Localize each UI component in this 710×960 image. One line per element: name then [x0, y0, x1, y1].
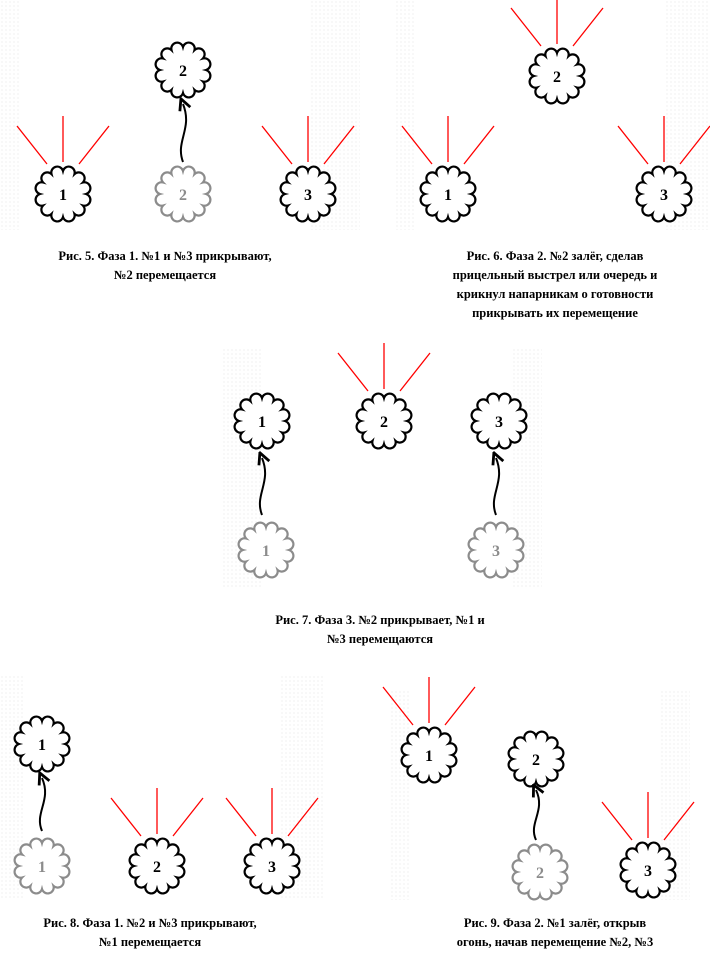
fire-sector-line [510, 7, 542, 47]
soldier-1-covering: 1 [16, 116, 110, 223]
soldier-3-covering: 3 [601, 792, 695, 899]
fire-sector-line [78, 125, 110, 165]
fire-sector-line [337, 352, 369, 392]
figure-caption-5: Рис. 5. Фаза 1. №1 и №3 прикрывают, №2 п… [58, 249, 272, 282]
soldier-number: 3 [660, 187, 668, 204]
soldier-1-moved: 1 [233, 392, 291, 450]
soldier-marker [619, 841, 677, 899]
soldier-number: 3 [495, 414, 503, 431]
fire-sector-line [16, 125, 48, 165]
soldier-marker [34, 165, 92, 223]
soldier-1-covering: 1 [401, 116, 495, 223]
soldier-2-covering: 2 [110, 788, 204, 895]
dotted-background [390, 690, 410, 900]
soldier-number: 3 [304, 187, 312, 204]
movement-arrow [181, 104, 186, 163]
fire-sector-line [399, 352, 431, 392]
soldier-3-covering: 3 [261, 116, 355, 223]
fire-sector-line [261, 125, 293, 165]
soldier-marker [507, 730, 565, 788]
soldier-marker [233, 392, 291, 450]
soldier-number: 1 [59, 187, 67, 204]
soldier-2-ghost: 2 [511, 843, 569, 901]
fire-sector-line [444, 686, 476, 726]
soldier-marker [511, 843, 569, 901]
fire-sector-line [172, 797, 204, 837]
soldier-number: 2 [532, 752, 540, 769]
fire-sector-line [110, 797, 142, 837]
soldier-2-moved: 2 [154, 41, 212, 99]
movement-arrow [534, 790, 539, 841]
movement-arrow [260, 458, 265, 516]
soldier-number: 1 [38, 737, 46, 754]
soldier-marker [355, 392, 413, 450]
figure-caption-7: Рис. 7. Фаза 3. №2 прикрывает, №1 и №3 п… [275, 613, 485, 646]
soldier-3-ghost: 3 [467, 521, 525, 579]
soldier-number: 2 [179, 63, 187, 80]
soldier-3-moved: 3 [470, 392, 528, 450]
soldier-1-ghost: 1 [13, 837, 71, 895]
soldier-marker [237, 521, 295, 579]
fire-sector-line [617, 125, 649, 165]
fire-sector-line [679, 125, 710, 165]
soldier-2-covering: 2 [510, 0, 604, 105]
soldier-number: 2 [536, 865, 544, 882]
soldier-2-moved: 2 [507, 730, 565, 788]
fire-sector-line [225, 797, 257, 837]
soldier-marker [400, 726, 458, 784]
fire-sector-line [287, 797, 319, 837]
figure-caption-8: Рис. 8. Фаза 1. №2 и №3 прикрывают, №1 п… [43, 916, 257, 949]
fire-sector-line [463, 125, 495, 165]
soldier-marker [154, 165, 212, 223]
soldier-number: 1 [262, 543, 270, 560]
soldier-marker [13, 715, 71, 773]
soldier-number: 2 [380, 414, 388, 431]
figure-caption-9: Рис. 9. Фаза 2. №1 залёг, открыв огонь, … [456, 916, 654, 949]
soldier-3-covering: 3 [617, 116, 710, 223]
dotted-background [0, 0, 20, 230]
soldier-1-ghost: 1 [237, 521, 295, 579]
movement-arrow [494, 458, 499, 516]
soldier-marker [470, 392, 528, 450]
soldier-marker [635, 165, 693, 223]
fire-sector-line [572, 7, 604, 47]
soldier-number: 3 [644, 863, 652, 880]
movement-arrow [40, 778, 45, 832]
soldier-2-covering: 2 [337, 343, 431, 450]
soldier-marker [467, 521, 525, 579]
soldier-2-ghost: 2 [154, 165, 212, 223]
fire-sector-line [663, 801, 695, 841]
soldier-number: 1 [38, 859, 46, 876]
figure-caption-6: Рис. 6. Фаза 2. №2 залёг, сделав прицель… [452, 249, 658, 320]
soldier-number: 3 [492, 543, 500, 560]
fire-sector-line [401, 125, 433, 165]
soldier-marker [419, 165, 477, 223]
soldier-1-moved: 1 [13, 715, 71, 773]
soldier-3-covering: 3 [225, 788, 319, 895]
soldier-number: 2 [179, 187, 187, 204]
fire-sector-line [601, 801, 633, 841]
fire-sector-line [323, 125, 355, 165]
fire-sector-line [382, 686, 414, 726]
soldier-number: 2 [553, 69, 561, 86]
soldier-1-covering: 1 [382, 677, 476, 784]
dotted-background [395, 0, 415, 230]
soldier-number: 1 [258, 414, 266, 431]
soldier-number: 1 [425, 748, 433, 765]
soldier-marker [279, 165, 337, 223]
soldier-number: 1 [444, 187, 452, 204]
soldier-number: 2 [153, 859, 161, 876]
soldier-marker [243, 837, 301, 895]
soldier-number: 3 [268, 859, 276, 876]
soldier-marker [528, 47, 586, 105]
soldier-marker [154, 41, 212, 99]
soldier-marker [128, 837, 186, 895]
soldier-marker [13, 837, 71, 895]
